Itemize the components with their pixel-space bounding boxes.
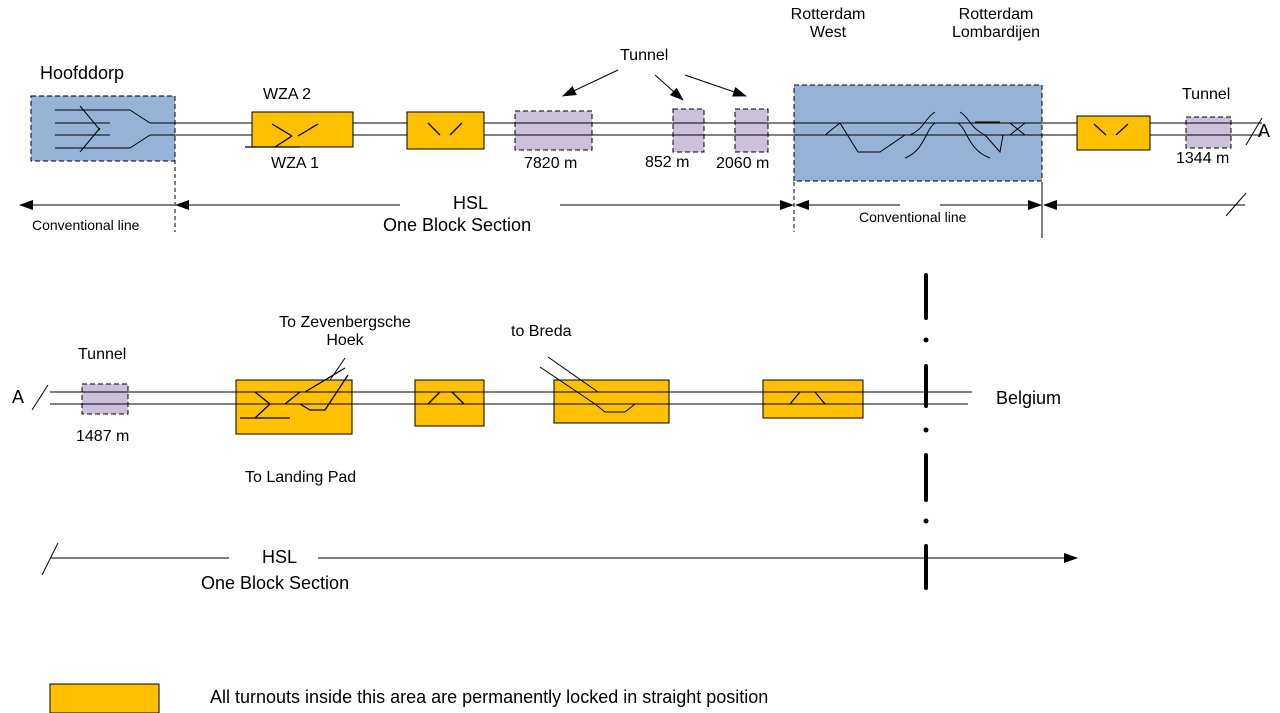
locked-area-bottom-4 bbox=[762, 379, 864, 419]
to-breda-label: to Breda bbox=[511, 323, 572, 340]
legend-text: All turnouts inside this area are perman… bbox=[210, 687, 769, 707]
locked-area-2 bbox=[406, 111, 485, 150]
hsl-bottom-label: HSL bbox=[262, 547, 298, 567]
rotterdam-west-label: Rotterdam West bbox=[790, 6, 866, 41]
tunnel-top-label: Tunnel bbox=[620, 47, 669, 64]
hoofddorp-station-area bbox=[30, 95, 176, 162]
tunnel-852m bbox=[672, 108, 705, 153]
tunnel-arrow-7820 bbox=[562, 69, 619, 97]
wza-turnouts bbox=[245, 123, 319, 148]
tunnel-7820-length: 7820 m bbox=[524, 155, 578, 172]
tunnel-2060m bbox=[734, 108, 769, 153]
tunnel-852-length: 852 m bbox=[645, 154, 690, 171]
zevenbergsche-turnouts bbox=[240, 367, 349, 419]
tunnel-1344m bbox=[1185, 116, 1232, 149]
tunnel-7820m bbox=[514, 110, 593, 151]
continuation-marker-a-top: A bbox=[1258, 121, 1271, 141]
locked-area-2-turnouts bbox=[427, 122, 463, 136]
hsl-top-label: HSL bbox=[453, 193, 489, 213]
zevenbergsche-locked-area bbox=[235, 379, 353, 435]
hoofddorp-station-tracks bbox=[55, 105, 151, 153]
rotterdam-lombardijen-label: Rotterdam Lombardijen bbox=[951, 6, 1041, 41]
tunnel-1487-length: 1487 m bbox=[76, 428, 130, 445]
tunnel-arrow-2060 bbox=[684, 74, 747, 97]
one-block-section-top-label: One Block Section bbox=[383, 215, 532, 235]
continuation-slash-hsl bbox=[41, 542, 59, 576]
tunnel-1487m bbox=[81, 383, 129, 415]
continuation-slash-top bbox=[1245, 117, 1263, 146]
tunnel-right-label: Tunnel bbox=[1182, 86, 1231, 103]
locked-area-bottom-2 bbox=[414, 379, 485, 427]
hoofddorp-label: Hoofddorp bbox=[40, 63, 125, 83]
conventional-line-right-label: Conventional line bbox=[859, 209, 967, 225]
belgium-label: Belgium bbox=[996, 388, 1062, 408]
continuation-slash-arrow bbox=[1225, 192, 1247, 217]
continuation-slash-bottom bbox=[31, 384, 49, 411]
to-zevenbergsche-hoek-label: To Zevenbergsche Hoek bbox=[279, 314, 411, 349]
conventional-line-left-label: Conventional line bbox=[32, 217, 140, 233]
breda-turnouts bbox=[539, 356, 636, 413]
tunnel-2060-length: 2060 m bbox=[716, 155, 770, 172]
zevenbergsche-pointer bbox=[329, 357, 346, 381]
wza-locked-area bbox=[251, 111, 354, 148]
tunnel-1344-length: 1344 m bbox=[1176, 150, 1230, 167]
rotterdam-station-tracks bbox=[812, 111, 1026, 159]
wza1-label: WZA 1 bbox=[271, 155, 320, 172]
tunnel-arrow-852 bbox=[654, 74, 684, 101]
continuation-marker-a-bottom: A bbox=[12, 387, 25, 407]
legend-swatch-locked-area bbox=[49, 683, 160, 713]
locked-area-right-top bbox=[1076, 115, 1151, 151]
breda-locked-area bbox=[553, 379, 670, 424]
rotterdam-station-area bbox=[793, 84, 1043, 182]
wza2-label: WZA 2 bbox=[263, 86, 312, 103]
tunnel-bottom-label: Tunnel bbox=[78, 346, 127, 363]
one-block-section-bottom-label: One Block Section bbox=[201, 573, 350, 593]
to-landing-pad-label: To Landing Pad bbox=[245, 469, 357, 486]
